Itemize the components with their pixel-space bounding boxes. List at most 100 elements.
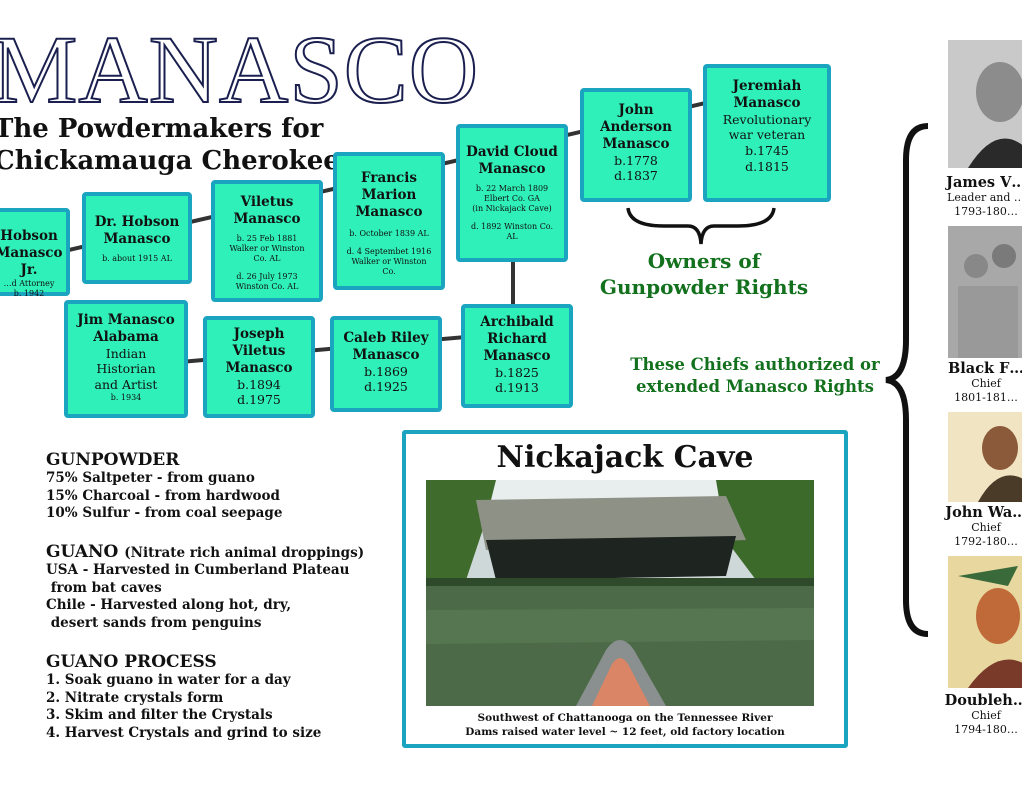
gunpowder-item: 15% Charcoal - from hardwood <box>46 487 280 504</box>
person-name: Marion <box>361 186 417 203</box>
person-detail: b. October 1839 AL <box>349 228 429 238</box>
person-name: Francis <box>361 170 417 186</box>
chief-years: 1792-180… <box>954 534 1018 548</box>
person-detail: (in Nickajack Cave) <box>472 203 552 213</box>
person-box-jim: Jim Manasco Alabama Indian Historian and… <box>64 300 188 418</box>
person-name: Manasco <box>355 203 423 220</box>
chiefs-note-line2: extended Manasco Rights <box>636 377 874 397</box>
person-detail: Co. AL <box>253 253 281 263</box>
person-name: David Cloud <box>466 144 558 160</box>
owners-line2: Gunpowder Rights <box>599 275 809 299</box>
cave-title: Nickajack Cave <box>496 440 754 475</box>
chief-portrait <box>948 556 1022 688</box>
process-step: 3. Skim and filter the Crystals <box>46 707 273 724</box>
person-detail: b. 22 March 1809 <box>475 183 549 193</box>
lineage-line-vertical <box>511 256 515 312</box>
person-name: Hobson <box>0 228 58 244</box>
chief-role: Chief <box>971 521 1001 534</box>
person-name: Manasco Jr. <box>0 244 63 278</box>
person-detail: b. 1942 <box>13 288 45 298</box>
chief-portrait <box>948 226 1022 358</box>
chief-years: 1801-181… <box>954 390 1018 404</box>
person-detail: d. 1892 Winston Co. <box>470 221 554 231</box>
chief-role: Chief <box>971 377 1001 390</box>
chiefs-brace <box>885 123 929 637</box>
cave-caption-line2: Dams raised water level ~ 12 feet, old f… <box>465 725 785 738</box>
chief-name: Doubleh… <box>944 692 1022 709</box>
guano-item: Chile - Harvested along hot, dry, <box>46 597 292 614</box>
person-name: John <box>618 102 654 118</box>
cave-caption: Southwest of Chattanooga on the Tennesse… <box>406 712 844 739</box>
person-detail: Winston Co. AL <box>235 281 299 291</box>
person-detail: Revolutionary <box>722 111 812 127</box>
guano-heading: GUANO <box>46 542 119 562</box>
person-name: Manasco <box>233 210 301 227</box>
person-detail: d.1815 <box>745 158 789 174</box>
person-name: Archibald <box>480 314 554 330</box>
person-detail: d.1975 <box>237 392 281 408</box>
person-detail: d.1837 <box>614 168 658 184</box>
person-box-viletus: Viletus Manasco b. 25 Feb 1881 Walker or… <box>211 180 323 302</box>
process-heading: GUANO PROCESS <box>46 652 217 672</box>
chief-caption: John Wa… Chief 1792-180… <box>936 504 1022 549</box>
person-detail: b.1825 <box>495 364 539 380</box>
chiefs-note: These Chiefs authorized or extended Mana… <box>620 354 890 399</box>
person-detail: b.1745 <box>745 143 789 158</box>
gunpowder-item: 10% Sulfur - from coal seepage <box>46 505 283 522</box>
person-name: Caleb Riley <box>343 330 429 346</box>
chief-caption: Doubleh… Chief 1794-180… <box>936 692 1022 737</box>
person-name: Jeremiah <box>732 78 802 94</box>
person-detail: Elbert Co. GA <box>484 193 540 203</box>
guano-item: desert sands from penguins <box>46 614 262 631</box>
gunpowder-item: 75% Saltpeter - from guano <box>46 470 255 486</box>
person-detail: b.1778 <box>614 152 658 168</box>
person-detail: d. 26 July 1973 <box>236 271 298 281</box>
person-name: Manasco <box>225 359 293 376</box>
person-detail: Historian <box>96 361 156 377</box>
person-name: Viletus <box>240 194 294 210</box>
person-box-dr-hobson: Dr. Hobson Manasco b. about 1915 AL <box>82 192 192 284</box>
process-section: GUANO PROCESS 1. Soak guano in water for… <box>46 652 321 742</box>
person-name: Joseph <box>233 326 285 342</box>
chief-name: Black F… <box>948 360 1022 377</box>
chief-years: 1793-180… <box>954 204 1018 218</box>
person-detail: Indian <box>105 345 147 361</box>
guano-item: from bat caves <box>46 579 162 596</box>
person-detail: b.1894 <box>237 376 281 392</box>
chief-role: Chief <box>971 709 1001 722</box>
person-detail: d.1925 <box>364 379 408 395</box>
person-name: Richard <box>487 330 547 347</box>
person-detail: d. 4 Septembet 1916 <box>346 246 432 256</box>
owners-line1: Owners of <box>647 249 761 273</box>
subtitle-line2: Chickamauga Cherokee <box>0 146 340 176</box>
owners-brace <box>626 207 776 245</box>
chief-years: 1794-180… <box>954 722 1018 736</box>
chief-name: James V… <box>946 174 1022 191</box>
guano-item: USA - Harvested in Cumberland Plateau <box>46 562 350 578</box>
person-box-joseph: Joseph Viletus Manasco b.1894 d.1975 <box>203 316 315 418</box>
person-detail: Co. <box>382 266 396 276</box>
person-name: Viletus <box>232 342 286 359</box>
person-name: Manasco <box>478 160 546 177</box>
person-box-jeremiah: Jeremiah Manasco Revolutionary war veter… <box>703 64 831 202</box>
person-detail: Walker or Winston <box>229 243 305 253</box>
subtitle-line1: The Powdermakers for <box>0 114 324 144</box>
person-box-caleb: Caleb Riley Manasco b.1869 d.1925 <box>330 316 442 412</box>
person-name: Anderson <box>600 118 672 135</box>
process-step: 2. Nitrate crystals form <box>46 689 224 706</box>
chief-portrait <box>948 40 1022 168</box>
person-detail: b. about 1915 AL <box>102 253 172 263</box>
person-box-david: David Cloud Manasco b. 22 March 1809 Elb… <box>456 124 568 262</box>
cave-photo <box>426 480 814 706</box>
chief-caption: Black F… Chief 1801-181… <box>936 360 1022 405</box>
person-detail: b. 1934 <box>110 392 142 402</box>
person-name: Dr. Hobson <box>94 214 180 230</box>
chief-role: Leader and … <box>947 191 1022 204</box>
process-step: 1. Soak guano in water for a day <box>46 672 291 688</box>
cave-caption-line1: Southwest of Chattanooga on the Tennesse… <box>477 712 773 724</box>
person-detail: b.1869 <box>364 363 408 379</box>
gunpowder-section: GUNPOWDER 75% Saltpeter - from guano 15%… <box>46 450 282 523</box>
person-detail: Walker or Winston <box>351 256 427 266</box>
person-box-francis: Francis Marion Manasco b. October 1839 A… <box>333 152 445 290</box>
person-box-archibald: Archibald Richard Manasco b.1825 d.1913 <box>461 304 573 408</box>
